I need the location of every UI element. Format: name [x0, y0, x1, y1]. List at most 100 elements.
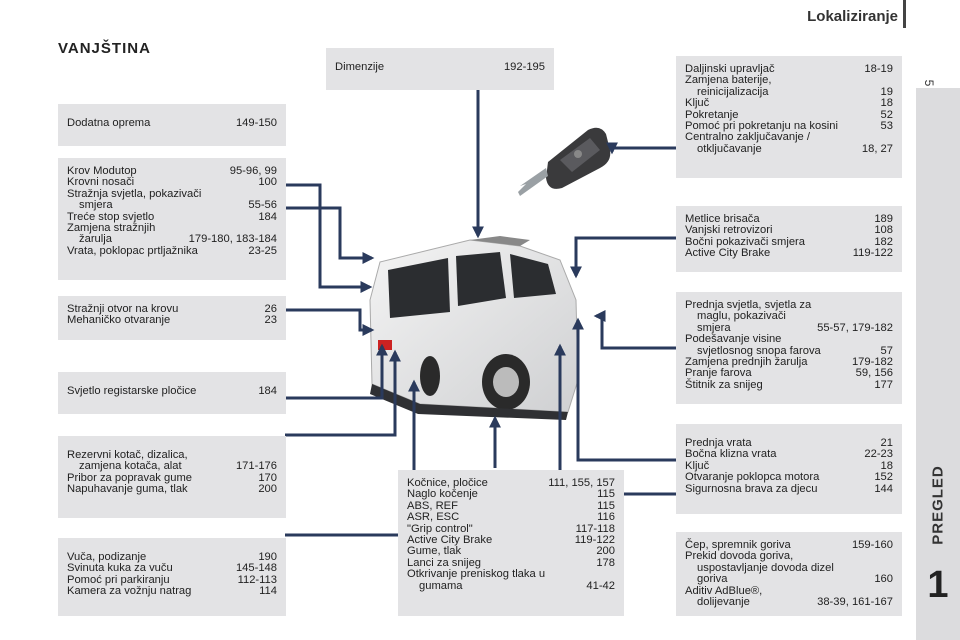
- entry-label: Vuča, podizanje: [67, 551, 147, 563]
- entry-page: 18-19: [864, 63, 893, 75]
- entry-label: Mehaničko otvaranje: [67, 314, 171, 327]
- index-entry: Vrata, poklopac prtljažnika 23-25: [67, 244, 277, 257]
- entry-page: 184: [258, 210, 277, 223]
- entry-page: 23: [264, 314, 277, 327]
- car-image: [369, 236, 579, 420]
- entry-label: Stražnji otvor na krovu: [67, 303, 179, 315]
- index-entry: Krov Modutop 95-96, 99: [67, 165, 277, 177]
- entry-label: smjera: [79, 199, 113, 212]
- entry-page: 117-118: [575, 522, 615, 535]
- index-entry: maglu, pokazivači: [685, 310, 893, 323]
- box-spare-wheel: Rezervni kotač, dizalica,zamjena kotača,…: [58, 436, 286, 518]
- entry-label: Otkrivanje preniskog tlaka u: [407, 568, 546, 581]
- entry-label: Zamjena baterije,: [685, 74, 772, 87]
- entry-page: 21: [880, 437, 893, 449]
- entry-page: 18, 27: [861, 142, 893, 155]
- entry-label: Lanci za snijeg: [407, 556, 482, 569]
- box-accessories: Dodatna oprema 149-150: [58, 104, 286, 146]
- index-entry: Zamjena baterije,: [685, 74, 893, 87]
- entry-label: Vrata, poklopac prtljažnika: [67, 244, 198, 257]
- entry-label: Vanjski retrovizori: [685, 224, 773, 237]
- entry-label: Pokretanje: [685, 108, 739, 121]
- entry-page: 192-195: [503, 61, 545, 73]
- index-entry: goriva 160: [685, 573, 893, 586]
- entry-page: [887, 334, 893, 345]
- entry-label: Treće stop svjetlo: [67, 210, 155, 223]
- index-entry: Pomoć pri pokretanju na kosini 53: [685, 120, 893, 133]
- entry-page: 170: [258, 471, 277, 484]
- entry-label: Daljinski upravljač: [685, 63, 775, 75]
- entry-page: 23-25: [248, 244, 277, 257]
- entry-label: zamjena kotača, alat: [79, 460, 182, 473]
- entry-label: Pranje farova: [685, 367, 752, 380]
- entry-label: Rezervni kotač, dizalica,: [67, 449, 188, 461]
- entry-page: 179-180, 183-184: [188, 233, 277, 246]
- entry-label: maglu, pokazivači: [697, 310, 786, 323]
- entry-label: Centralno zaključavanje /: [685, 131, 810, 144]
- entry-page: 53: [880, 120, 893, 133]
- entry-label: Krovni nosači: [67, 176, 135, 189]
- entry-page: 160: [874, 573, 893, 586]
- entry-page: 55-56: [248, 199, 277, 212]
- entry-page: [887, 300, 893, 311]
- section-title: VANJŠTINA: [58, 40, 151, 57]
- chapter-side-tab: [916, 88, 960, 640]
- entry-page: [609, 569, 615, 580]
- entry-page: 144: [874, 482, 893, 495]
- entry-label: Krov Modutop: [67, 165, 137, 177]
- index-entry: smjera 55-56: [67, 199, 277, 212]
- entry-label: ABS, REF: [407, 499, 458, 512]
- entry-label: smjera: [697, 321, 731, 334]
- entry-label: Gume, tlak: [407, 545, 462, 558]
- entry-label: Dodatna oprema: [67, 117, 151, 129]
- entry-page: 100: [258, 176, 277, 189]
- entry-page: 18: [880, 459, 893, 472]
- entry-label: uspostavljanje dovoda dizel: [697, 561, 834, 574]
- index-entry: Otkrivanje preniskog tlaka u: [407, 568, 615, 581]
- entry-label: Bočni pokazivači smjera: [685, 235, 806, 248]
- index-entry: Dodatna oprema 149-150: [67, 117, 277, 129]
- entry-page: 179-182: [851, 356, 893, 369]
- index-entry: Daljinski upravljač 18-19: [685, 63, 893, 75]
- entry-page: 95-96, 99: [229, 165, 277, 177]
- entry-label: Pomoć pri pokretanju na kosini: [685, 120, 838, 133]
- entry-page: 111, 155, 157: [548, 477, 615, 489]
- entry-label: Otvaranje poklopca motora: [685, 471, 820, 484]
- entry-label: Ključ: [685, 459, 710, 472]
- entry-label: Pribor za popravak gume: [67, 471, 192, 484]
- entry-label: Zamjena prednjih žarulja: [685, 356, 808, 369]
- entry-page: 177: [874, 378, 893, 391]
- entry-label: goriva: [697, 573, 728, 586]
- entry-page: 145-148: [235, 562, 277, 575]
- connector-arrows: [285, 90, 676, 537]
- entry-label: ASR, ESC: [407, 511, 460, 524]
- entry-page: 149-150: [235, 117, 277, 129]
- entry-label: Kočnice, pločice: [407, 477, 488, 489]
- index-entry: Kočnice, pločice 111, 155, 157: [407, 477, 615, 489]
- entry-page: 200: [596, 545, 615, 558]
